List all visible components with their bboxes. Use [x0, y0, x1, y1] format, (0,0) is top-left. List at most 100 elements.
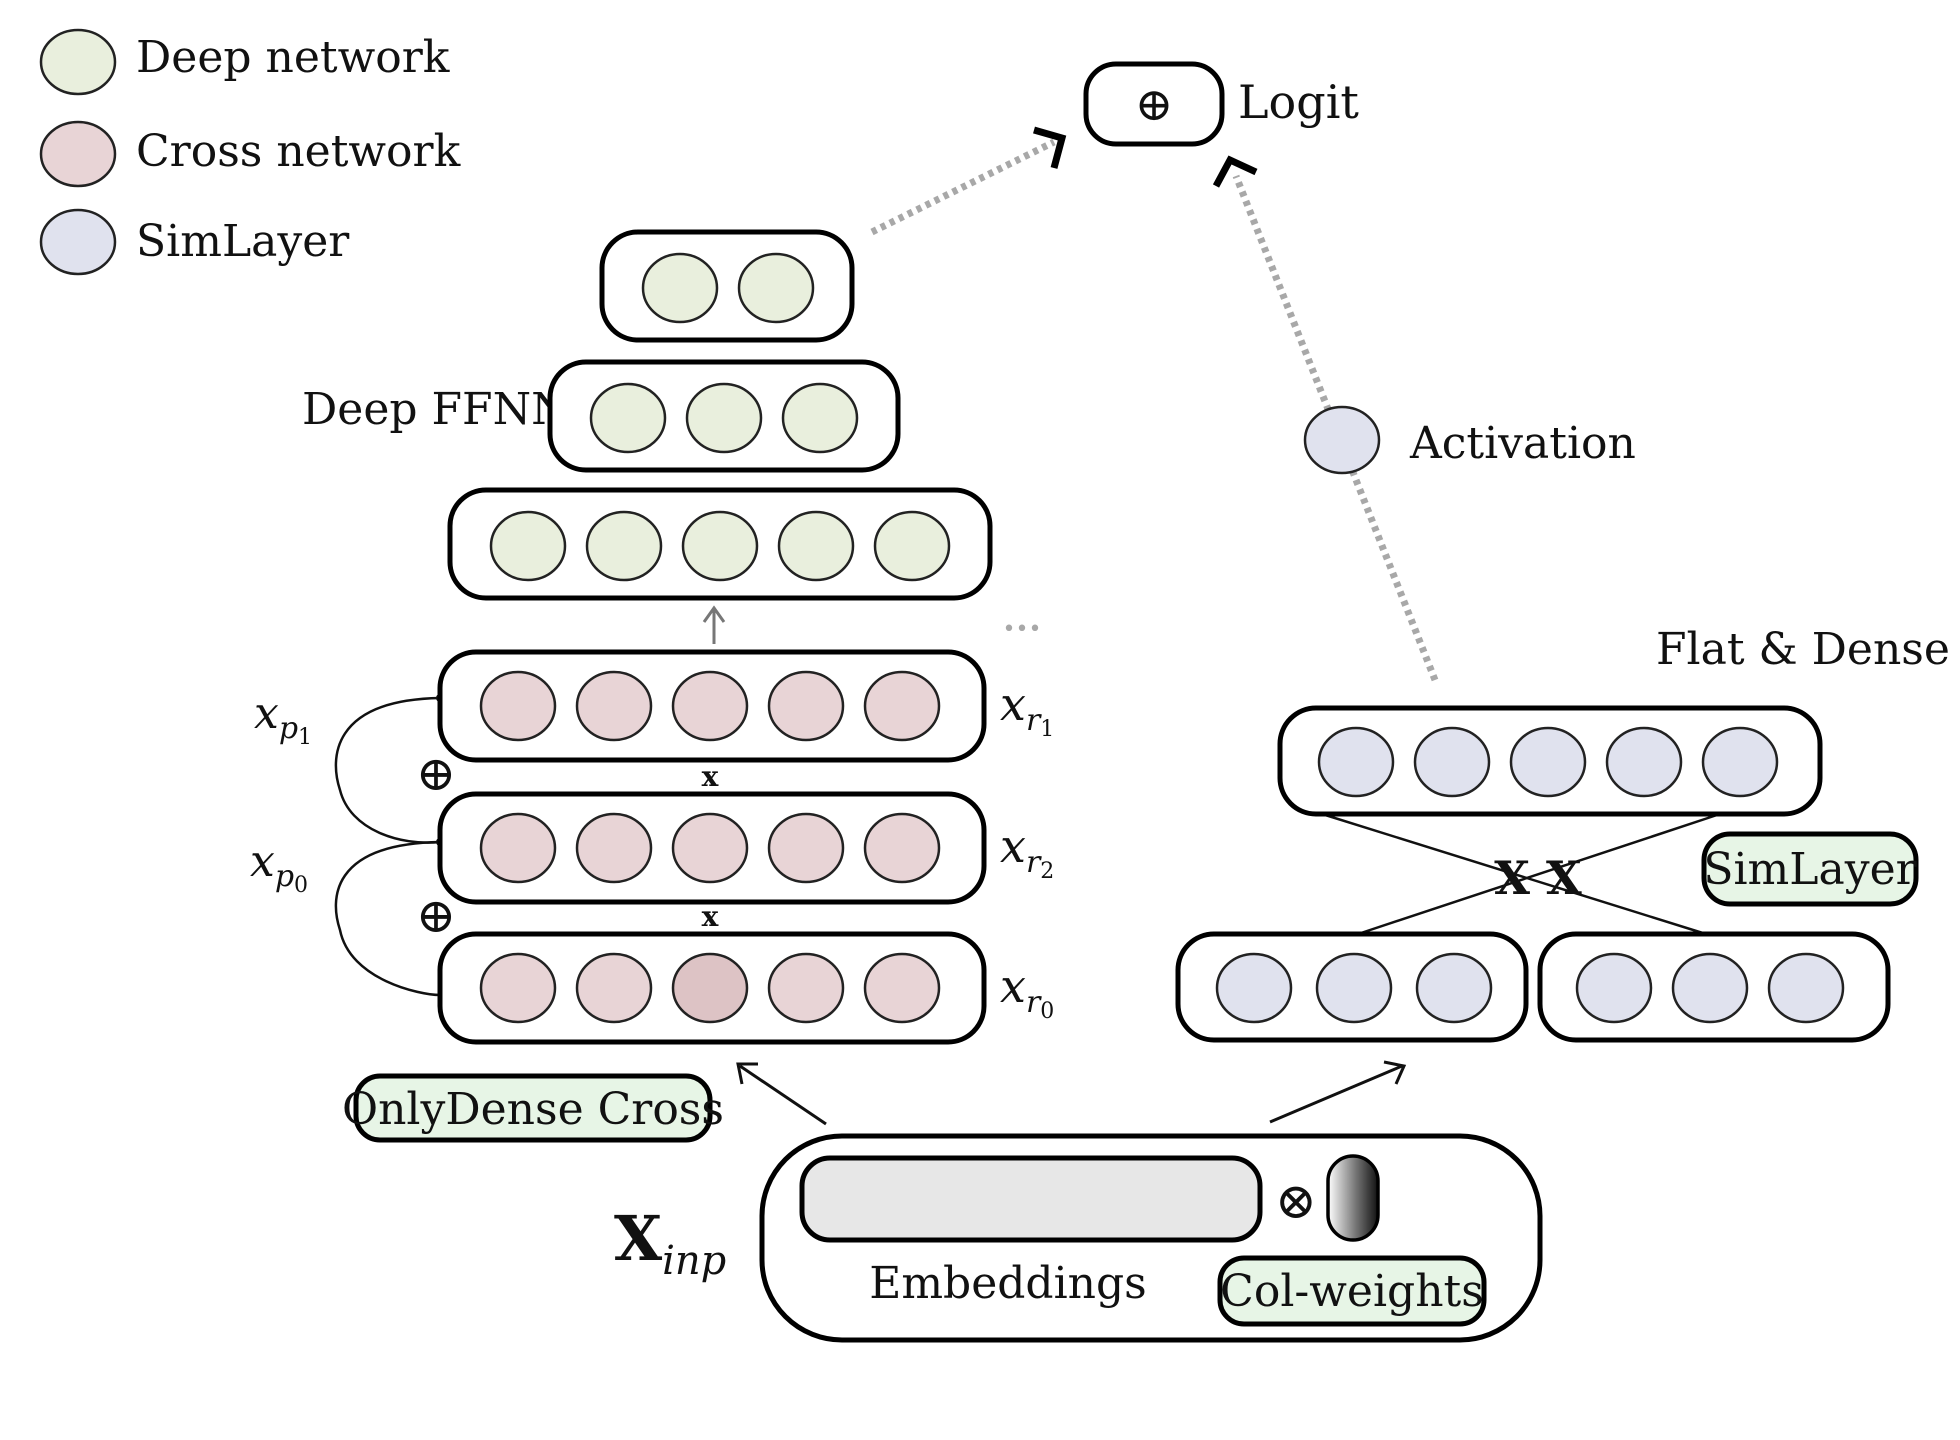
- logit-node: ⊕ Logit: [1083, 61, 1359, 147]
- deep-bottom-node: [585, 510, 663, 582]
- deep-mid-node: [589, 382, 667, 454]
- xp1-curve: [334, 696, 441, 844]
- sim-left-node: [1415, 952, 1493, 1024]
- simlayer-branch: Flat & Dense Activation X X SimLayer: [1175, 405, 1950, 1043]
- times-marks-right: X X: [1494, 851, 1582, 905]
- activation-label: Activation: [1409, 418, 1636, 469]
- deep-ffnn: Deep FFNN: [302, 229, 993, 601]
- input-to-cross-arrow: [739, 1064, 827, 1126]
- legend-item-cross: Cross network: [39, 120, 461, 188]
- legend-label-deep: Deep network: [136, 32, 450, 83]
- sim-left-node: [1315, 952, 1393, 1024]
- input-to-cross-arrowhead: [736, 1062, 758, 1085]
- logit-label: Logit: [1238, 75, 1359, 129]
- sim-top-node: [1413, 726, 1491, 798]
- deep-layer-top: [599, 229, 855, 343]
- deep-to-logit-arrowhead: [1033, 126, 1067, 169]
- flat-dense-label: Flat & Dense: [1656, 624, 1950, 675]
- deep-mid-node: [781, 382, 859, 454]
- sim-left-node: [1215, 952, 1293, 1024]
- sim-top-node: [1605, 726, 1683, 798]
- right-to-logit-arrowhead: [1212, 155, 1258, 188]
- onlydense-cross-tag: OnlyDense Cross: [342, 1084, 724, 1135]
- cross-r0-node: [863, 952, 941, 1024]
- activation-node: [1303, 405, 1381, 475]
- legend-label-cross: Cross network: [136, 126, 461, 177]
- deep-bottom-node: [489, 510, 567, 582]
- input-to-sim-arrowhead: [1383, 1060, 1407, 1085]
- legend: Deep network Cross network SimLayer: [39, 28, 461, 276]
- cross-to-deep-arrowhead: [702, 605, 726, 623]
- simlayer-tag: SimLayer: [1703, 844, 1917, 895]
- sim-top-node: [1701, 726, 1779, 798]
- ellipsis-dots: •••: [1003, 617, 1042, 642]
- logit-box: [1083, 61, 1225, 147]
- input-var-label: Xinp: [614, 1202, 726, 1284]
- cross-row-label-r0: xr0: [1000, 959, 1054, 1024]
- deep-top-nodes: [641, 252, 815, 324]
- sim-right-nodes: [1575, 952, 1845, 1024]
- legend-swatch-deep: [39, 28, 117, 96]
- deep-mid-node: [685, 382, 763, 454]
- cross-row-label-r2: xr2: [1000, 819, 1054, 884]
- cross-r2-node: [671, 812, 749, 884]
- plus-symbol-lower: ⊕: [416, 888, 456, 944]
- cross-r0-node: [767, 952, 845, 1024]
- col-weights-shape: [1326, 1154, 1380, 1242]
- legend-item-deep: Deep network: [39, 28, 450, 96]
- cross-r1-node: [671, 670, 749, 742]
- cross-r1-nodes: [479, 670, 941, 742]
- cross-r2-nodes: [479, 812, 941, 884]
- onlydense-cross-tag-box: [353, 1073, 713, 1143]
- deep-bottom-nodes: [489, 510, 951, 582]
- cross-r1-node: [767, 670, 845, 742]
- embeddings-label: Embeddings: [869, 1258, 1147, 1309]
- cross-r2-node: [863, 812, 941, 884]
- input-block: ⊗ Embeddings Col-weights Xinp: [614, 1060, 1543, 1343]
- cross-r0-node: [671, 952, 749, 1024]
- legend-label-sim: SimLayer: [136, 216, 350, 267]
- embeddings-bar: [799, 1155, 1263, 1243]
- sim-right-node: [1767, 952, 1845, 1024]
- legend-swatch-cross: [39, 120, 117, 188]
- sim-left-nodes: [1215, 952, 1493, 1024]
- sim-top-node: [1317, 726, 1395, 798]
- deep-bottom-node: [681, 510, 759, 582]
- sim-top-node: [1509, 726, 1587, 798]
- deep-bottom-node: [777, 510, 855, 582]
- xp0-curve: [334, 840, 441, 997]
- times-mark-upper: x: [702, 760, 719, 793]
- cross-side-label-p0: xp0: [250, 836, 308, 898]
- sim-right-node: [1671, 952, 1749, 1024]
- cross-line-a: [1321, 812, 1707, 936]
- times-mark-lower: x: [702, 900, 719, 933]
- col-weights-tag: Col-weights: [1220, 1266, 1484, 1317]
- logit-symbol: ⊕: [1135, 77, 1174, 131]
- deep-ffnn-label: Deep FFNN: [302, 384, 570, 435]
- legend-swatch-sim: [39, 208, 117, 276]
- deep-bottom-node: [873, 510, 951, 582]
- col-weights-tag-box: [1217, 1255, 1487, 1327]
- simlayer-tag-box: [1701, 831, 1919, 907]
- cross-network: ⊕ ⊕ x x xr1 xr2 xr0 xp1 xp0 OnlyDense Cr…: [250, 649, 1054, 1143]
- plus-symbol-upper: ⊕: [416, 746, 456, 802]
- deep-mid-nodes: [589, 382, 859, 454]
- cross-r1-node: [479, 670, 557, 742]
- sim-right-node: [1575, 952, 1653, 1024]
- deep-top-node: [737, 252, 815, 324]
- cross-r0-node: [575, 952, 653, 1024]
- cross-line-b: [1357, 812, 1721, 936]
- sim-top-nodes: [1317, 726, 1779, 798]
- otimes-symbol: ⊗: [1275, 1172, 1317, 1230]
- cross-r2-node: [479, 812, 557, 884]
- cross-r2-node: [767, 812, 845, 884]
- cross-r1-node: [575, 670, 653, 742]
- legend-item-sim: SimLayer: [39, 208, 350, 276]
- cross-r1-node: [863, 670, 941, 742]
- cross-r0-nodes: [479, 952, 941, 1024]
- cross-r2-node: [575, 812, 653, 884]
- cross-r0-node: [479, 952, 557, 1024]
- cross-row-label-r1: xr1: [1000, 677, 1054, 742]
- deep-top-node: [641, 252, 719, 324]
